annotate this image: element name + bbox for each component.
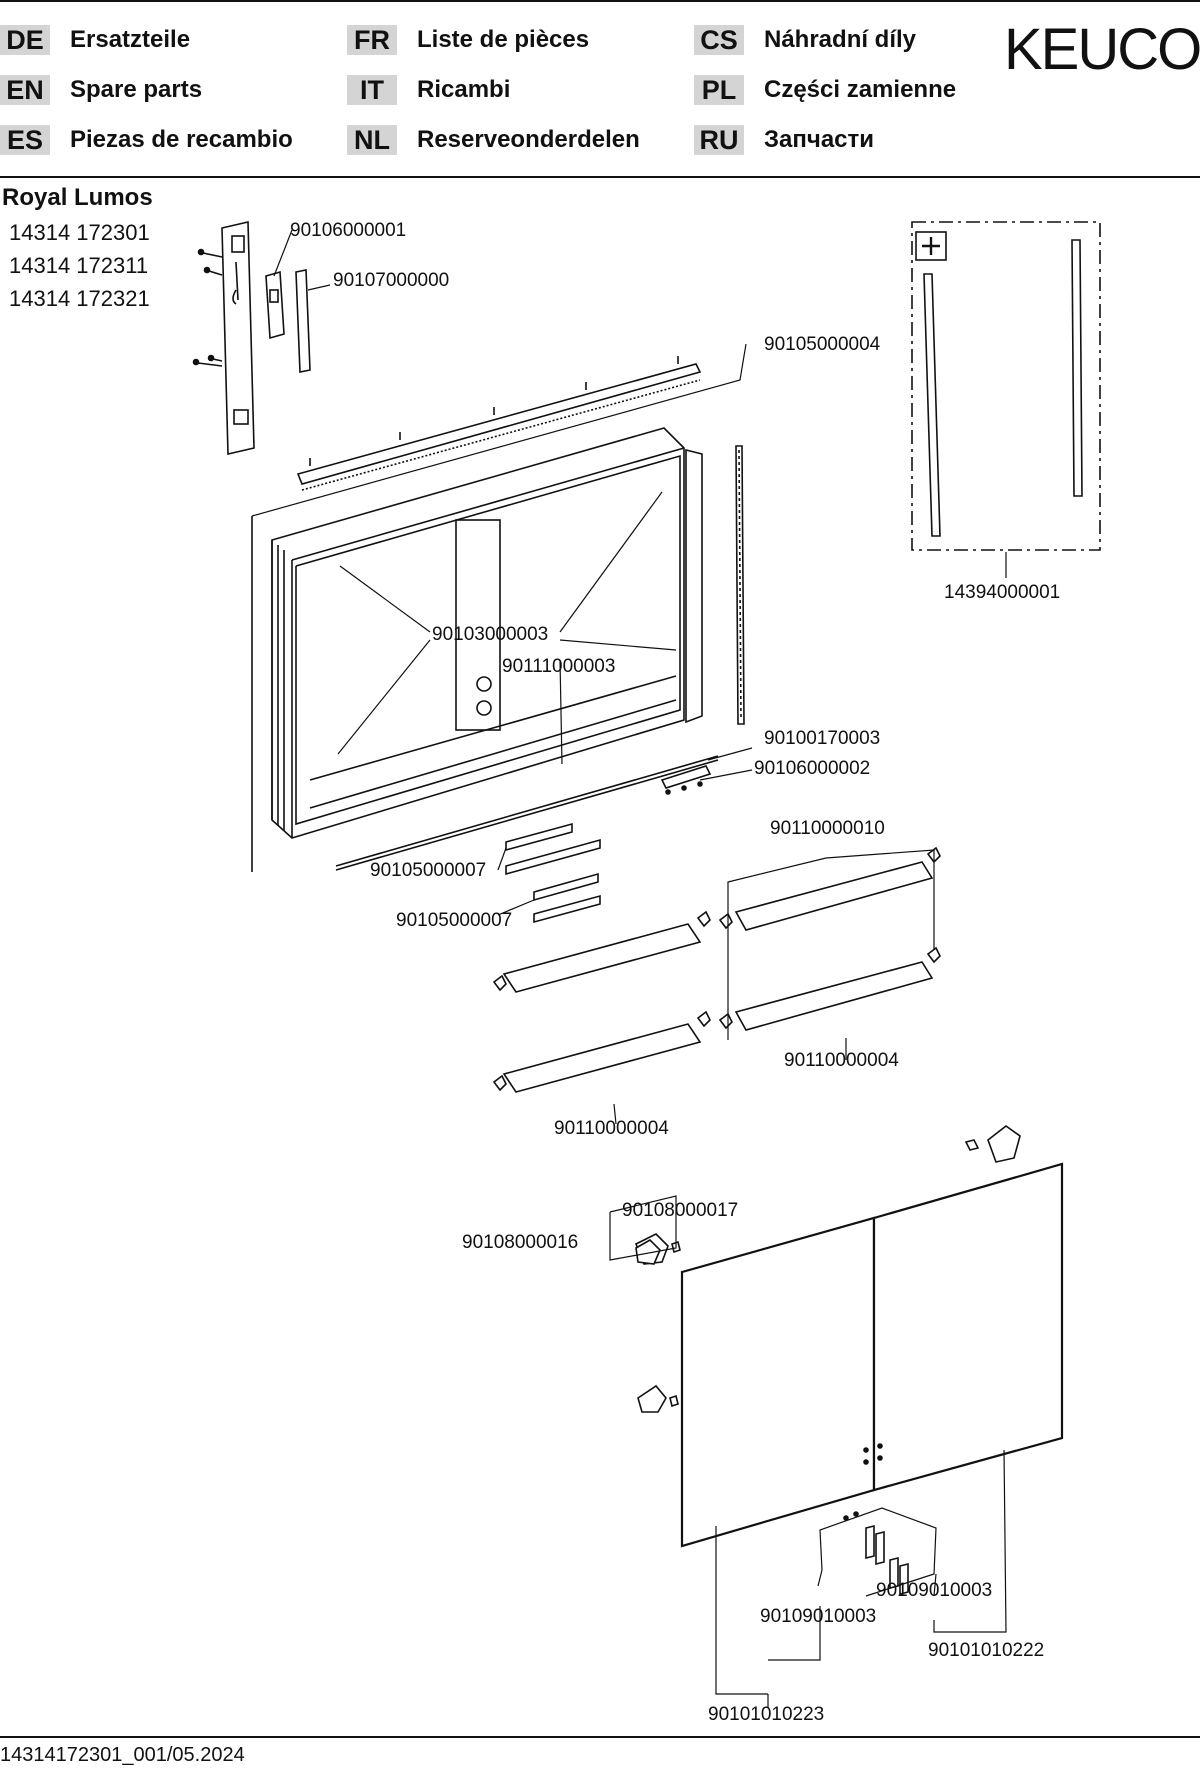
part-label: 90103000003 <box>432 624 548 645</box>
cabinet-body <box>251 427 703 872</box>
lang-label: Ricambi <box>417 76 511 103</box>
lang-label: Запчасти <box>764 126 875 153</box>
product-name: Royal Lumos <box>2 184 153 211</box>
lang-code: ES <box>0 125 50 155</box>
lang-label: Liste de pièces <box>417 26 590 53</box>
part-label: 14394000001 <box>944 582 1060 603</box>
part-label: 90105000007 <box>396 910 512 931</box>
part-label: 90106000002 <box>754 758 870 779</box>
part-label: 90108000017 <box>622 1200 738 1221</box>
part-label: 90109010003 <box>876 1580 992 1601</box>
bottom-strip <box>335 755 719 871</box>
lang-row-nl: NL Reserveonderdelen <box>347 124 640 156</box>
lang-row-cs: CS Náhradní díly <box>694 24 916 56</box>
side-panel-electronics <box>192 221 255 455</box>
lang-row-pl: PL Części zamienne <box>694 74 956 106</box>
lang-label: Ersatzteile <box>70 26 191 53</box>
keuco-logo: KEUCO <box>1004 17 1200 82</box>
lang-code: PL <box>694 75 744 105</box>
leader-lines <box>251 229 1007 1708</box>
lang-code: RU <box>694 125 744 155</box>
led-profile <box>735 445 745 725</box>
lang-row-fr: FR Liste de pièces <box>347 24 589 56</box>
part-label: 90111000003 <box>502 656 615 677</box>
lang-row-ru: RU Запчасти <box>694 124 874 156</box>
part-label: 90109010003 <box>760 1606 876 1627</box>
lang-row-es: ES Piezas de recambio <box>0 124 293 156</box>
lang-label: Náhradní díly <box>764 26 917 53</box>
lang-label: Piezas de recambio <box>70 126 293 153</box>
mirror-doors <box>680 1162 1064 1548</box>
lang-code: IT <box>347 75 397 105</box>
top-rule <box>0 0 1200 2</box>
part-label: 90110000004 <box>554 1118 669 1139</box>
footer-rule <box>0 1736 1200 1738</box>
part-label: 90107000000 <box>333 270 449 291</box>
part-label: 90110000010 <box>770 818 885 839</box>
document-reference: 14314172301_001/05.2024 <box>0 1744 245 1766</box>
driver-unit <box>265 270 285 340</box>
reflector-profiles <box>505 822 601 924</box>
part-label: 90101010223 <box>708 1704 824 1725</box>
part-label: 90105000004 <box>764 334 881 355</box>
lang-label: Reserveonderdelen <box>417 126 640 153</box>
lang-code: DE <box>0 25 50 55</box>
part-label: 90108000016 <box>462 1232 578 1253</box>
extension-kit <box>911 221 1101 551</box>
top-cover <box>296 356 702 491</box>
cover-strip <box>295 269 311 373</box>
header-rule <box>0 176 1200 178</box>
article-number: 14314 172311 <box>9 253 149 278</box>
hinge-parts <box>634 1125 1021 1413</box>
part-label: 90110000004 <box>784 1050 899 1071</box>
lang-row-it: IT Ricambi <box>347 74 510 106</box>
lang-label: Części zamienne <box>764 76 957 103</box>
lang-row-en: EN Spare parts <box>0 74 202 106</box>
article-number: 14314 172301 <box>9 220 150 245</box>
lang-code: FR <box>347 25 397 55</box>
part-label: 90105000007 <box>370 860 486 881</box>
lang-code: NL <box>347 125 397 155</box>
lang-label: Spare parts <box>70 76 203 103</box>
part-label: 90106000001 <box>290 220 406 241</box>
lang-code: EN <box>0 75 50 105</box>
article-number: 14314 172321 <box>9 286 150 311</box>
glass-shelf <box>492 846 941 1093</box>
part-label: 90101010222 <box>928 1640 1044 1661</box>
lang-row-de: DE Ersatzteile <box>0 24 190 56</box>
lang-code: CS <box>694 25 744 55</box>
part-label: 90100170003 <box>764 728 880 749</box>
